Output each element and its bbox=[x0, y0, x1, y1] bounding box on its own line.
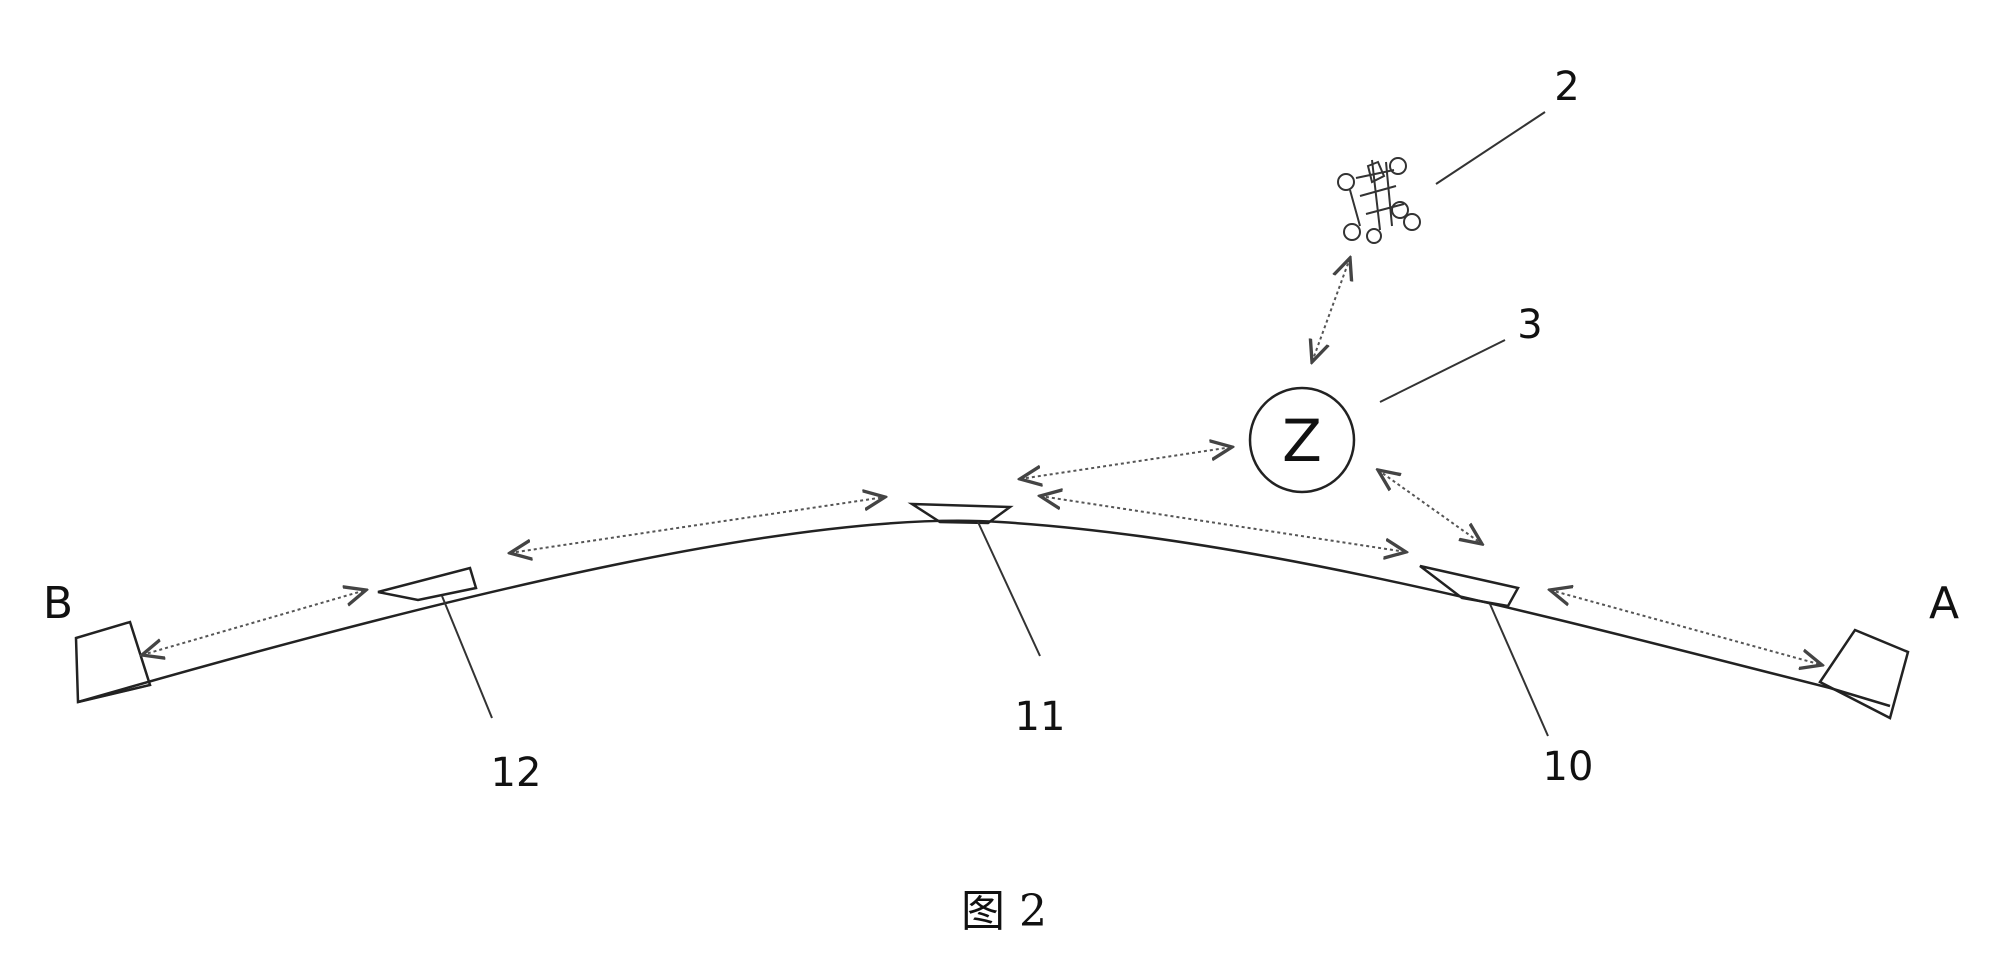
leader-12 bbox=[441, 595, 493, 719]
link-11-to-z bbox=[1020, 447, 1232, 479]
link-z-to-10 bbox=[1378, 470, 1482, 544]
link-z-to-vehicle bbox=[1312, 258, 1350, 362]
label-12: 12 bbox=[491, 750, 542, 796]
leader-10 bbox=[1489, 603, 1549, 737]
device-12 bbox=[377, 566, 478, 602]
leader-3 bbox=[1379, 339, 1506, 403]
link-10-to-a bbox=[1550, 590, 1822, 665]
link-11-to-10 bbox=[1040, 496, 1406, 552]
label-11: 11 bbox=[1015, 694, 1066, 740]
vehicle-icon bbox=[1337, 157, 1421, 244]
leader-11 bbox=[977, 521, 1041, 657]
device-10 bbox=[1419, 564, 1520, 608]
label-3: 3 bbox=[1517, 302, 1542, 348]
leader-2 bbox=[1435, 111, 1546, 185]
track-arc bbox=[77, 519, 1891, 708]
link-12-to-11 bbox=[510, 497, 885, 553]
link-b-to-12 bbox=[142, 590, 366, 655]
label-station-b: B bbox=[43, 578, 73, 629]
station-b-block bbox=[74, 620, 152, 704]
label-station-a: A bbox=[1929, 578, 1959, 629]
figure-caption: 图 2 bbox=[961, 886, 1047, 937]
station-a-block bbox=[1818, 628, 1910, 720]
central-unit-symbol: Z bbox=[1282, 407, 1322, 475]
device-11 bbox=[907, 502, 1014, 525]
label-10: 10 bbox=[1543, 744, 1594, 790]
label-2: 2 bbox=[1554, 64, 1579, 110]
